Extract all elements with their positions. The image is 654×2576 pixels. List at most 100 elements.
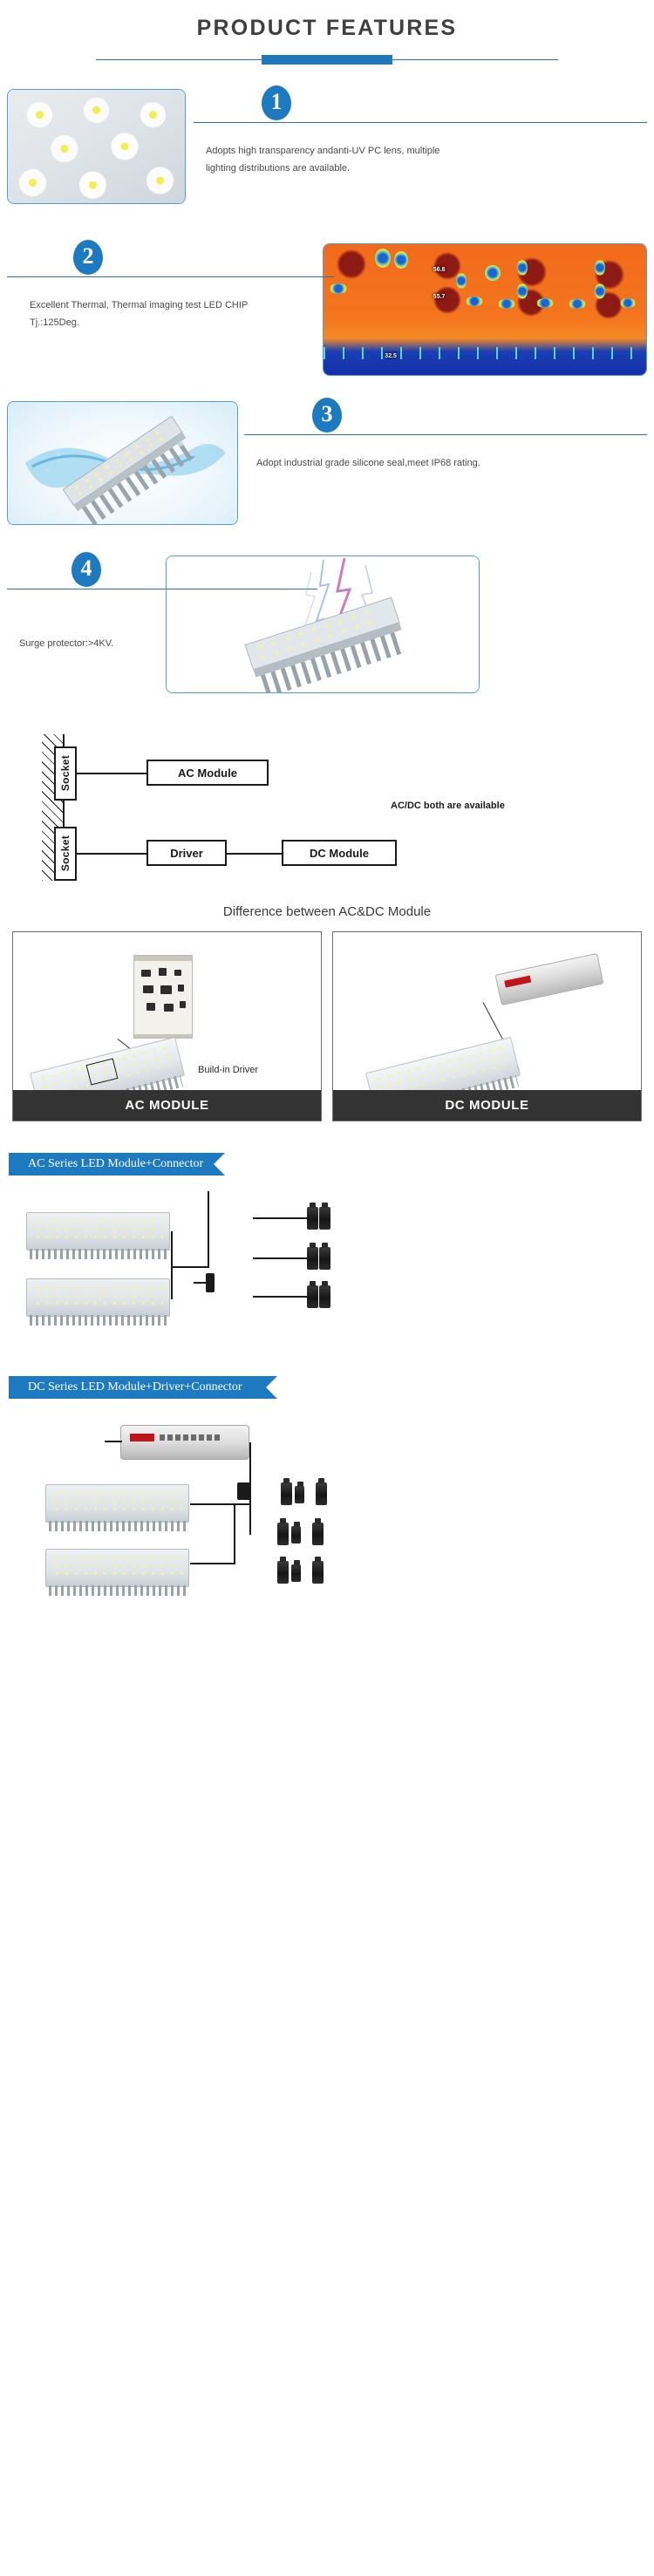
led-dot-grid [52, 1554, 182, 1576]
socket-dc-label: Socket [59, 835, 72, 872]
psu-input-cable [105, 1441, 122, 1442]
dc-module-card[interactable]: DC MODULE [332, 931, 642, 1121]
badge-shape [312, 398, 342, 433]
dc-connector-3a [277, 1557, 289, 1584]
title-divider [96, 55, 558, 65]
dc-connector-2a [277, 1518, 289, 1545]
feature-row-3: 3 Adopt industrial grade silicone seal,m… [0, 392, 654, 528]
feature-3-text: Adopt industrial grade silicone seal,mee… [256, 458, 480, 468]
thermal-reading-1: 56.8 [433, 266, 446, 273]
thermal-coolspot [375, 248, 392, 268]
feature-4-text: Surge protector:>4KV. [19, 638, 114, 649]
connector-2a [307, 1243, 318, 1270]
heatsink-fins [30, 1315, 167, 1325]
connector-2b [319, 1243, 330, 1270]
psu-output-cable-vertical [249, 1442, 251, 1482]
dc-connector-1c [316, 1478, 327, 1505]
ac-cable-branch [194, 1282, 209, 1284]
comparison-cards: Build-in Driver AC MODULE DC MODULE [0, 931, 654, 1121]
dc-connector-1b [295, 1482, 304, 1503]
badge-shape [72, 552, 101, 587]
feature-number-badge-2: 2 [73, 240, 103, 275]
dc-module-footer-label: DC MODULE [333, 1090, 641, 1121]
feature-1-underline [194, 122, 647, 123]
builtin-driver-pcb [133, 955, 193, 1039]
feature-1-text: Adopts high transparency andanti-UV PC l… [206, 146, 440, 174]
thermal-coolspot [485, 265, 501, 281]
acdc-schematic: Socket AC Module Socket Driver DC Module… [0, 734, 654, 896]
driver-box: Driver [146, 840, 227, 866]
thermal-coolspot [594, 260, 605, 276]
dc-series-banner: DC Series LED Module+Driver+Connector [9, 1376, 277, 1399]
thermal-hotspot [433, 286, 461, 314]
connector-1b [319, 1203, 330, 1230]
socket-ac: Socket [54, 746, 77, 801]
connector-lead-2 [253, 1257, 307, 1259]
dc-driver-psu-photo [120, 1425, 249, 1460]
dc-connector-3b [291, 1560, 301, 1582]
thermal-coolspot [517, 260, 528, 276]
psu-brand-label [130, 1434, 154, 1441]
heatsink-fins [49, 1585, 186, 1596]
feature-number-1: 1 [270, 89, 283, 114]
ac-module-photo-bottom [26, 1278, 170, 1325]
thermal-coolspot [517, 283, 528, 299]
dc-series-gallery [0, 1399, 654, 1608]
thermal-hotspot [336, 249, 366, 279]
badge-shape [73, 240, 103, 275]
thermal-coolspot [569, 299, 587, 309]
heatsink-fin-pattern [324, 347, 646, 359]
led-dot-grid [52, 1489, 182, 1511]
lightning-illustration [167, 556, 479, 692]
dc-lead-riser [234, 1503, 235, 1564]
thermal-reading-3: 32.5 [385, 352, 397, 359]
dc-series-section: DC Series LED Module+Driver+Connector [0, 1376, 654, 1608]
feature-number-badge-4: 4 [72, 552, 101, 587]
socket-ac-label: Socket [59, 755, 72, 792]
dc-lead-top [190, 1503, 251, 1505]
dc-lead-bottom [190, 1563, 235, 1564]
connector-lead-3 [253, 1296, 307, 1298]
heatsink-fins [49, 1521, 186, 1531]
page-header: PRODUCT FEATURES [0, 0, 654, 65]
dc-connector-3c [312, 1557, 324, 1584]
comparison-title: Difference between AC&DC Module [222, 904, 432, 919]
led-dot-grid [33, 1217, 163, 1239]
ac-cable-riser [208, 1191, 209, 1268]
feature-row-2: 56.8 55.7 32.5 2 Excellent Thermal, Ther… [0, 235, 654, 376]
water-module-graphic [25, 415, 226, 524]
ac-module-box: AC Module [146, 760, 269, 786]
ac-module-photo-top [26, 1212, 170, 1259]
connector-3b [319, 1281, 330, 1308]
thermal-coolspot [536, 297, 555, 308]
feature-row-1: 1 Adopts high transparency andanti-UV PC… [0, 80, 654, 215]
connector-3a [307, 1281, 318, 1308]
ac-series-section: AC Series LED Module+Connector [0, 1153, 654, 1341]
feature-number-4: 4 [80, 555, 92, 581]
thermal-coolspot [497, 299, 515, 309]
heatsink-fins [30, 1249, 167, 1259]
ac-module-card[interactable]: Build-in Driver AC MODULE [12, 931, 322, 1121]
feature-2-text: Excellent Thermal, Thermal imaging test … [30, 300, 249, 329]
dc-connector-2b [291, 1522, 301, 1544]
surge-lightning-photo [166, 555, 480, 693]
wire-driver-to-dc-module [227, 853, 283, 855]
ac-cable-plug [206, 1273, 215, 1292]
ac-cable-vertical-a [171, 1231, 173, 1268]
comparison-section: Difference between AC&DC Module Build-in… [0, 904, 654, 1121]
thermal-illustration: 56.8 55.7 32.5 [324, 244, 646, 375]
thermal-coolspot [620, 297, 637, 308]
psu-output-cable-down [249, 1481, 251, 1535]
feature-1-content: 1 Adopts high transparency andanti-UV PC… [194, 85, 647, 178]
wire-socket-to-ac-module [77, 773, 148, 774]
feature-2-content: 2 Excellent Thermal, Thermal imaging tes… [7, 240, 334, 332]
ac-series-banner: AC Series LED Module+Connector [9, 1153, 225, 1176]
connector-lead-1 [253, 1217, 307, 1219]
thermal-coolspot [465, 296, 483, 306]
thermal-coolspot [394, 250, 409, 269]
dc-module-photo-bottom [45, 1549, 189, 1596]
acdc-availability-note: AC/DC both are available [391, 801, 505, 811]
dc-connector-2c [312, 1518, 324, 1545]
badge-shape [262, 85, 291, 120]
feature-number-badge-1: 1 [262, 85, 291, 120]
